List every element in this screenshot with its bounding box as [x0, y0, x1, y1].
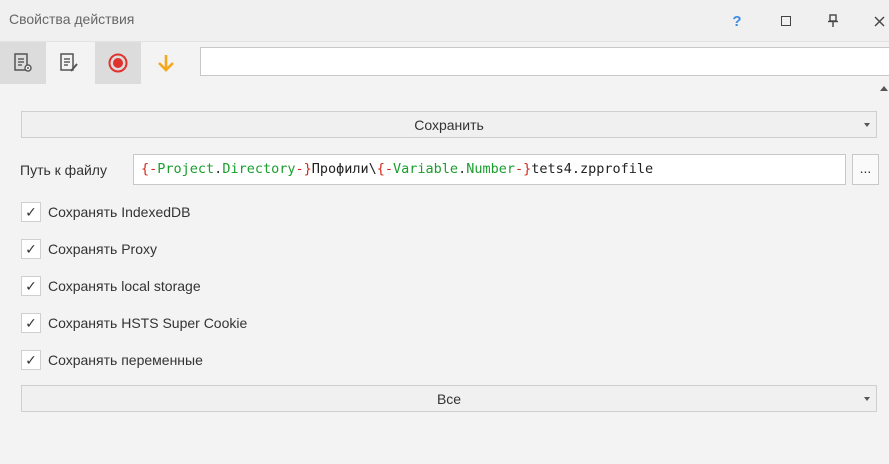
checkbox-label: Сохранять HSTS Super Cookie — [48, 315, 248, 331]
toolbar-input[interactable] — [200, 47, 889, 76]
checkbox-label: Сохранять переменные — [48, 352, 203, 368]
move-down-tool[interactable] — [143, 42, 189, 84]
option-variables[interactable]: ✓ Сохранять переменные — [21, 349, 203, 371]
file-path-label: Путь к файлу — [20, 162, 107, 178]
token-brace: {- — [141, 161, 158, 177]
action-select[interactable]: Сохранить — [21, 111, 877, 138]
document-edit-icon — [60, 53, 78, 72]
record-tool[interactable] — [95, 42, 141, 84]
token-name: Project — [157, 161, 215, 177]
close-button[interactable] — [866, 8, 889, 34]
file-path-input[interactable]: {-Project.Directory-}Профили\{-Variable.… — [133, 154, 846, 185]
maximize-button[interactable] — [773, 8, 799, 34]
token-brace: {- — [376, 161, 394, 177]
browse-button[interactable]: ... — [852, 154, 879, 185]
record-icon — [108, 53, 128, 73]
checkbox-label: Сохранять local storage — [48, 278, 201, 294]
close-icon — [874, 16, 884, 26]
checkbox[interactable]: ✓ — [21, 276, 41, 296]
checkbox[interactable]: ✓ — [21, 313, 41, 333]
title-bar: Свойства действия ? — [0, 0, 889, 42]
action-edit-tool[interactable] — [46, 42, 92, 84]
action-select-value: Сохранить — [414, 116, 484, 133]
checkbox[interactable]: ✓ — [21, 239, 41, 259]
token-dot: . — [214, 161, 223, 177]
arrow-down-icon — [158, 55, 174, 72]
token-dot: . — [458, 161, 467, 177]
action-settings-tool[interactable] — [0, 42, 46, 84]
help-icon: ? — [732, 12, 742, 30]
scope-select-value: Все — [436, 390, 462, 407]
chevron-down-icon — [864, 397, 870, 401]
option-local-storage[interactable]: ✓ Сохранять local storage — [21, 275, 201, 297]
token-name: Directory — [222, 161, 296, 177]
checkbox[interactable]: ✓ — [21, 202, 41, 222]
token-brace: -} — [295, 161, 312, 177]
checkbox[interactable]: ✓ — [21, 350, 41, 370]
path-text: Профили\ — [311, 161, 377, 177]
checkbox-label: Сохранять Proxy — [48, 241, 158, 257]
scope-select[interactable]: Все — [21, 385, 877, 412]
chevron-down-icon — [864, 123, 870, 127]
scrollbar[interactable] — [877, 85, 889, 464]
window-title: Свойства действия — [9, 11, 135, 27]
pin-button[interactable] — [820, 8, 846, 34]
checkbox-label: Сохранять IndexedDB — [48, 204, 191, 220]
token-name: Number — [466, 161, 515, 177]
token-name: Variable — [393, 161, 459, 177]
option-hsts[interactable]: ✓ Сохранять HSTS Super Cookie — [21, 312, 247, 334]
option-indexeddb[interactable]: ✓ Сохранять IndexedDB — [21, 201, 191, 223]
path-text: tets4.zpprofile — [531, 161, 654, 177]
option-proxy[interactable]: ✓ Сохранять Proxy — [21, 238, 157, 260]
scroll-up-icon[interactable] — [880, 86, 888, 91]
token-brace: -} — [514, 161, 532, 177]
help-button[interactable]: ? — [724, 8, 750, 34]
maximize-icon — [781, 16, 791, 26]
document-settings-icon — [14, 53, 32, 72]
pin-icon — [828, 14, 838, 27]
